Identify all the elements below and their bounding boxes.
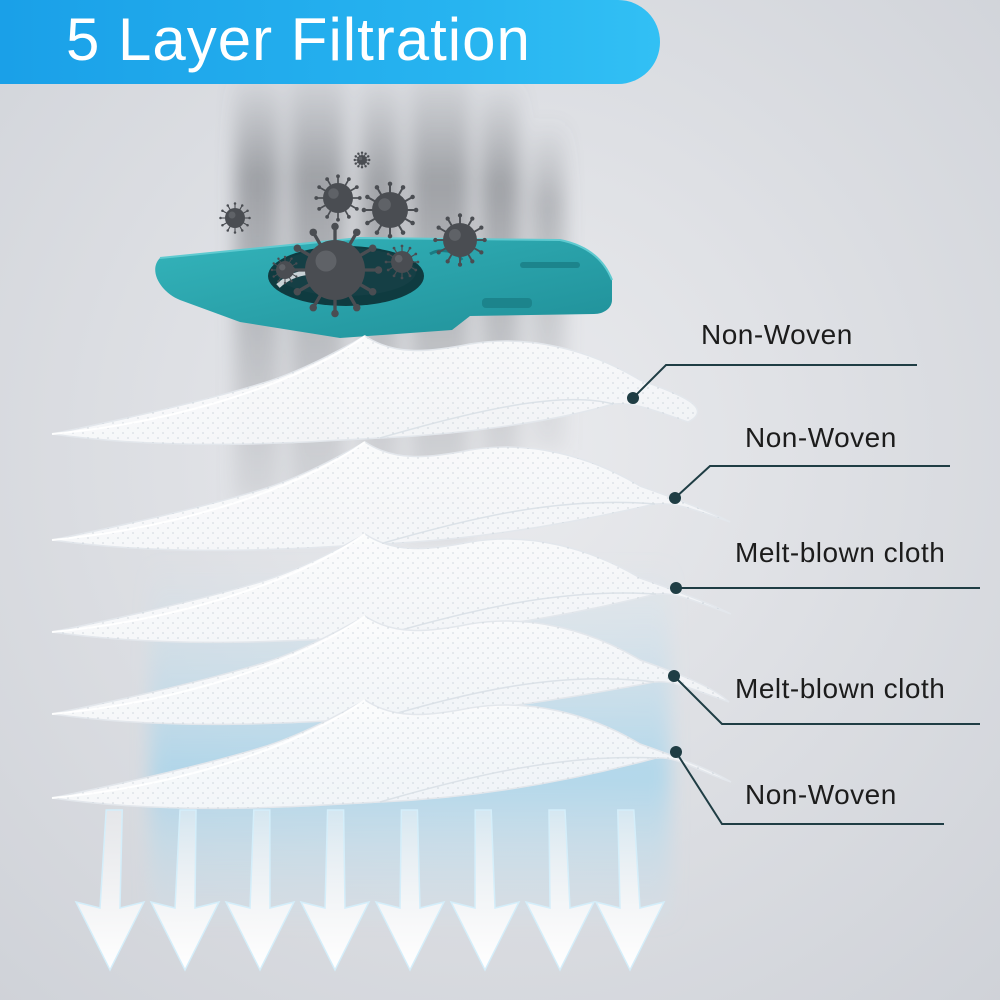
filter-layer-1 bbox=[51, 335, 699, 446]
layer-label-1: Non-Woven bbox=[701, 319, 853, 350]
layer-label-3: Melt-blown cloth bbox=[735, 537, 946, 568]
virus-icon bbox=[270, 255, 300, 285]
layer-label-5: Non-Woven bbox=[745, 779, 897, 810]
virus-icon bbox=[433, 213, 487, 267]
arrow-down-icon bbox=[449, 809, 521, 972]
arrow-down-icon bbox=[374, 809, 446, 972]
leader-line-2 bbox=[669, 465, 950, 504]
arrow-down-icon bbox=[594, 809, 666, 972]
arrow-down-icon bbox=[149, 809, 221, 972]
layer-label-2: Non-Woven bbox=[745, 422, 897, 453]
leader-line-3 bbox=[670, 582, 980, 594]
arrow-down-icon bbox=[524, 809, 596, 972]
virus-group bbox=[219, 151, 487, 318]
virus-icon bbox=[219, 202, 251, 234]
arrow-down-icon bbox=[74, 809, 146, 972]
arrow-down-icon bbox=[299, 809, 371, 972]
virus-icon bbox=[361, 181, 419, 239]
filter-layer-2 bbox=[51, 441, 731, 552]
virus-icon bbox=[353, 151, 371, 169]
virus-icon bbox=[314, 174, 362, 222]
filter-layers bbox=[51, 335, 732, 810]
leader-lines bbox=[627, 364, 980, 825]
filter-layer-5 bbox=[51, 699, 732, 810]
airflow-arrows bbox=[74, 809, 666, 972]
title-banner: 5 Layer Filtration bbox=[0, 0, 660, 84]
virus-icon bbox=[287, 222, 383, 318]
page-title: 5 Layer Filtration bbox=[66, 6, 531, 73]
virus-icon bbox=[384, 244, 420, 280]
layer-label-4: Melt-blown cloth bbox=[735, 673, 946, 704]
leader-line-5 bbox=[670, 746, 944, 825]
leader-line-1 bbox=[627, 364, 917, 404]
leader-line-4 bbox=[668, 670, 980, 725]
arrow-down-icon bbox=[224, 809, 296, 972]
filter-layer-4 bbox=[51, 615, 730, 726]
